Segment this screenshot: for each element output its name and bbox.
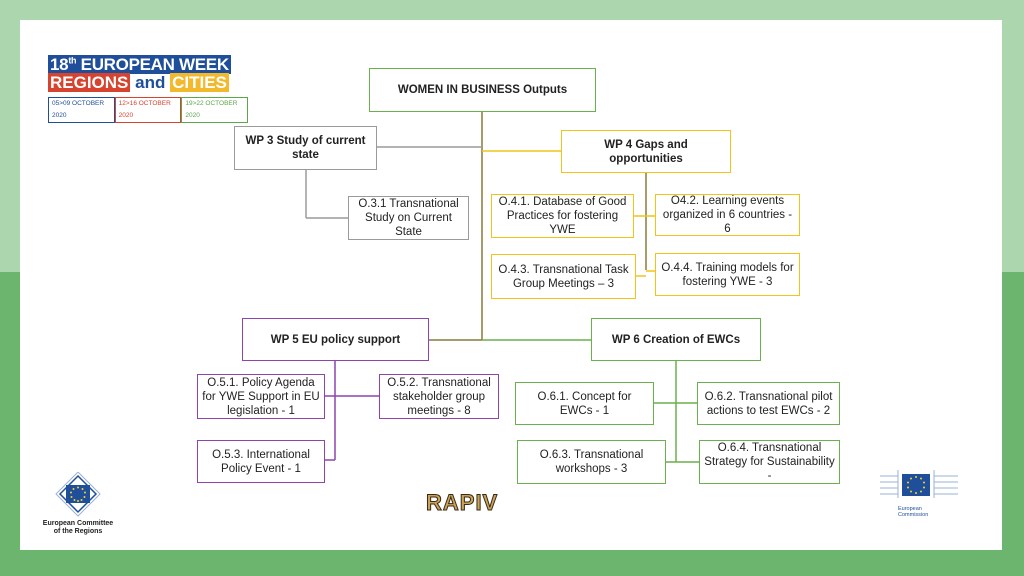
o61-node: O.6.1. Concept for EWCs - 1 xyxy=(515,382,654,425)
o43-node: O.4.3. Transnational Task Group Meetings… xyxy=(491,254,636,299)
o44-node: O.4.4. Training models for fostering YWE… xyxy=(655,253,800,296)
logo-and: and xyxy=(135,73,166,92)
logo-superscript: th xyxy=(68,55,77,65)
o62-node: O.6.2. Transnational pilot actions to te… xyxy=(697,382,840,425)
cor-name-line1: European Committee xyxy=(42,520,114,527)
logo-cities: CITIES xyxy=(170,73,229,92)
wp4-node: WP 4 Gaps and opportunities xyxy=(561,130,731,173)
date-week-3: 19>22 OCTOBER 2020 xyxy=(181,97,249,123)
ewrc-logo: 18th EUROPEAN WEEK of REGIONS and CITIES… xyxy=(48,50,249,123)
date-week-2: 12>16 OCTOBER 2020 xyxy=(114,97,182,123)
o51-node: O.5.1. Policy Agenda for YWE Support in … xyxy=(197,374,325,419)
logo-number: 18 xyxy=(50,54,69,74)
rapiv-logo: RAPIV xyxy=(425,490,499,516)
commission-building-icon xyxy=(880,470,958,498)
o52-node: O.5.2. Transnational stakeholder group m… xyxy=(379,374,499,419)
o31-node: O.3.1 Transnational Study on Current Sta… xyxy=(348,196,469,240)
o63-node: O.6.3. Transnational workshops - 3 xyxy=(517,440,666,484)
ec-name-line2: Commission xyxy=(898,512,929,518)
logo-regions: REGIONS xyxy=(48,73,131,92)
wp3-node: WP 3 Study of current state xyxy=(234,126,377,170)
date-week-1: 05>09 OCTOBER 2020 xyxy=(48,97,115,123)
o53-node: O.5.3. International Policy Event - 1 xyxy=(197,440,325,483)
o41-node: O.4.1. Database of Good Practices for fo… xyxy=(491,194,634,238)
cor-name-line2: of the Regions xyxy=(53,528,103,535)
cor-emblem-icon xyxy=(55,471,101,517)
o64-node: O.6.4. Transnational Strategy for Sustai… xyxy=(699,440,840,484)
wp6-node: WP 6 Creation of EWCs xyxy=(591,318,761,361)
european-commission-logo: European Commission xyxy=(878,466,960,522)
logo-dates: 05>09 OCTOBER 2020 12>16 OCTOBER 2020 19… xyxy=(48,97,249,123)
o42-node: O4.2. Learning events organized in 6 cou… xyxy=(655,194,800,236)
root-node: WOMEN IN BUSINESS Outputs xyxy=(369,68,596,112)
committee-of-regions-logo: European Committee of the Regions xyxy=(38,471,118,544)
wp5-node: WP 5 EU policy support xyxy=(242,318,429,361)
logo-words: EUROPEAN WEEK xyxy=(80,54,229,74)
ec-name-line1: European xyxy=(898,506,922,512)
